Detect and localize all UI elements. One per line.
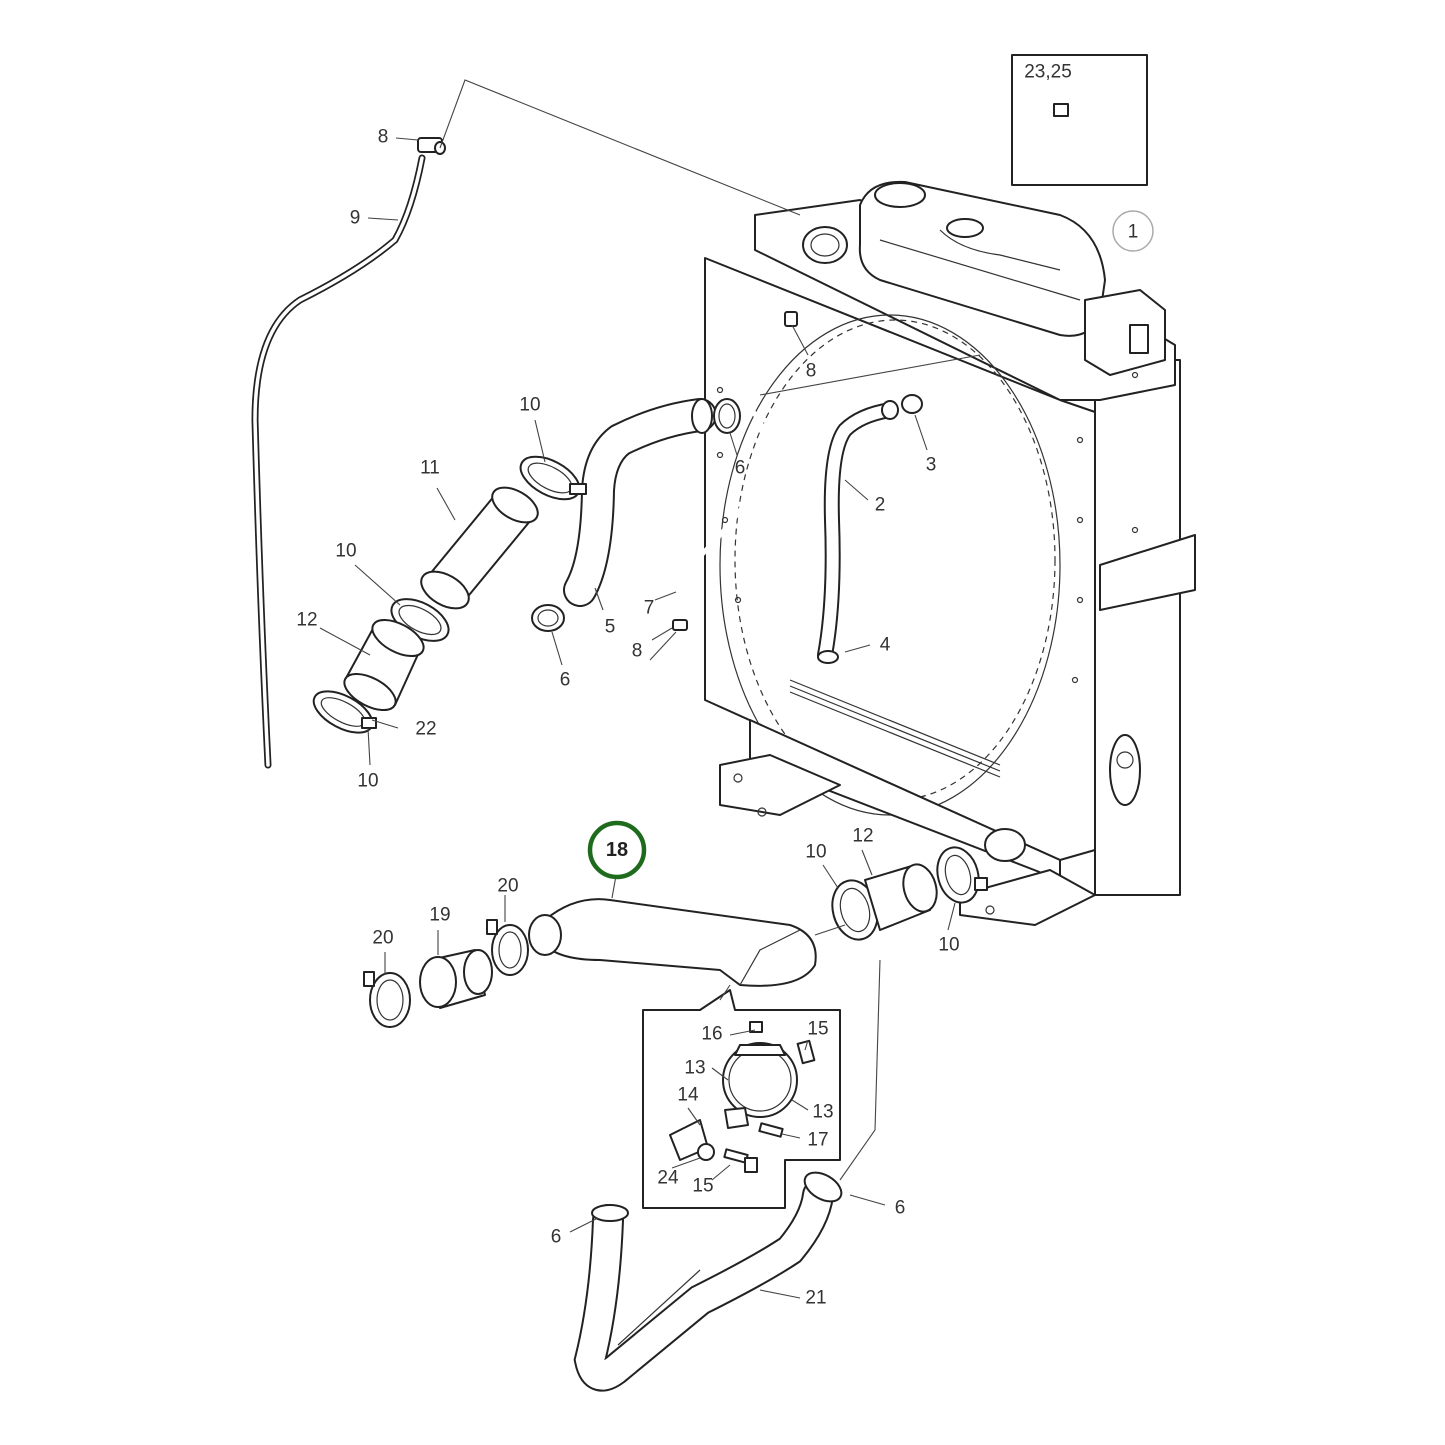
clamp-3 xyxy=(901,394,923,414)
callout-20-left[interactable]: 20 xyxy=(372,928,393,949)
callout-11[interactable]: 11 xyxy=(420,458,440,479)
callout-16[interactable]: 16 xyxy=(701,1024,722,1045)
callout-10-far-right[interactable]: 10 xyxy=(938,935,959,956)
callout-24[interactable]: 24 xyxy=(657,1168,679,1189)
callout-9[interactable]: 9 xyxy=(350,208,361,229)
callout-3[interactable]: 3 xyxy=(926,455,937,476)
inset-box-clamp-detail xyxy=(642,989,841,1209)
callout-21[interactable]: 21 xyxy=(805,1288,826,1309)
callout-6-left[interactable]: 6 xyxy=(551,1227,562,1248)
inset-box-23-25 xyxy=(1011,54,1148,186)
callout-5[interactable]: 5 xyxy=(605,617,616,638)
callout-17[interactable]: 17 xyxy=(807,1130,828,1151)
clip-8-right xyxy=(784,311,798,327)
hose-5 xyxy=(563,398,717,607)
clip-8-lower xyxy=(672,619,688,631)
callout-labels: 1 18 2 3 4 5 6 6 6 6 7 8 8 8 9 10 10 10 … xyxy=(296,62,1154,1309)
radiator-assembly xyxy=(704,180,1196,926)
coupling-12-right xyxy=(831,846,988,941)
hose-2 xyxy=(817,400,899,664)
callout-10-bottom[interactable]: 10 xyxy=(357,771,378,792)
callout-13-right[interactable]: 13 xyxy=(812,1102,833,1123)
callout-10-top[interactable]: 10 xyxy=(519,395,540,416)
callout-23-25[interactable]: 23,25 xyxy=(1024,62,1072,83)
callout-12-left[interactable]: 12 xyxy=(296,610,317,631)
callout-4[interactable]: 4 xyxy=(880,635,891,656)
callout-2[interactable]: 2 xyxy=(875,495,886,516)
clamp-6-upper xyxy=(713,398,741,434)
callout-10-middle[interactable]: 10 xyxy=(335,541,356,562)
clamp-6-lower xyxy=(531,604,565,632)
callout-10-lower-right[interactable]: 10 xyxy=(805,842,826,863)
hose-18-assembly xyxy=(363,898,817,1028)
callout-12-right[interactable]: 12 xyxy=(852,826,873,847)
callout-19[interactable]: 19 xyxy=(429,905,450,926)
hose-21 xyxy=(573,1171,843,1392)
callout-1-circle xyxy=(1112,210,1154,252)
callout-6-right[interactable]: 6 xyxy=(895,1198,906,1219)
leader-lines xyxy=(319,79,981,1299)
callout-18-highlight[interactable] xyxy=(587,820,647,880)
callout-8-right[interactable]: 8 xyxy=(806,361,817,382)
callout-13-left[interactable]: 13 xyxy=(684,1058,705,1079)
hose-11-assembly xyxy=(312,455,587,734)
hose-9 xyxy=(251,154,426,769)
callout-14[interactable]: 14 xyxy=(677,1085,699,1106)
callout-8-lower[interactable]: 8 xyxy=(632,641,643,662)
callout-6-upper[interactable]: 6 xyxy=(735,458,746,479)
callout-18[interactable]: 18 xyxy=(606,839,628,861)
hose-7 xyxy=(677,322,773,615)
callout-15-top[interactable]: 15 xyxy=(807,1019,828,1040)
callout-22[interactable]: 22 xyxy=(415,719,436,740)
callout-8-top[interactable]: 8 xyxy=(378,127,389,148)
callout-1: 1 xyxy=(1128,222,1139,243)
callout-15-bottom[interactable]: 15 xyxy=(692,1176,713,1197)
callout-7[interactable]: 7 xyxy=(644,598,655,619)
callout-20-right[interactable]: 20 xyxy=(497,876,518,897)
callout-6-lower[interactable]: 6 xyxy=(560,670,571,691)
